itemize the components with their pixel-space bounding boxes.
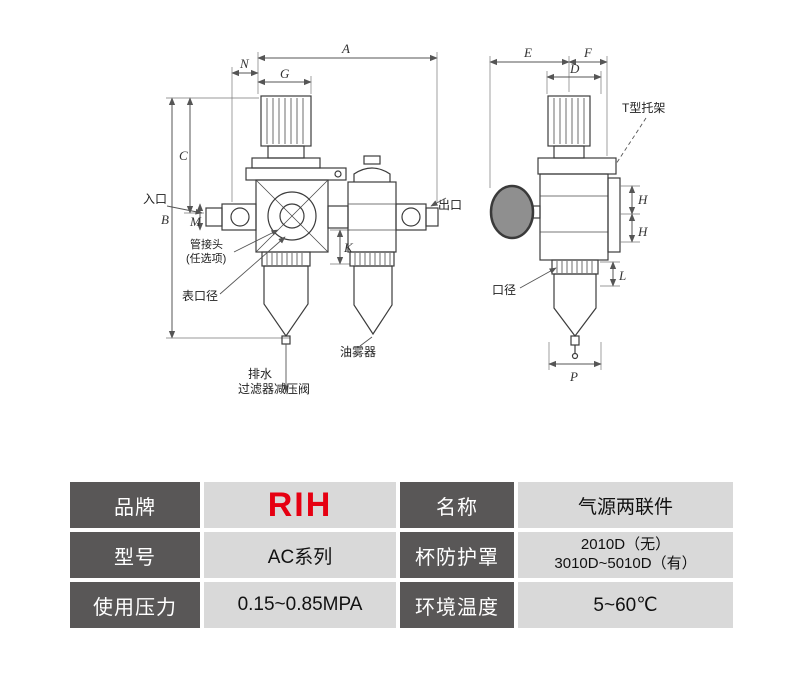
dim-b: B xyxy=(161,97,290,339)
spec-label-brand: 品牌 xyxy=(70,482,200,528)
dim-label-h1: H xyxy=(637,192,648,207)
drain-label: 排水 xyxy=(248,367,272,381)
dim-label-a: A xyxy=(341,41,350,56)
dim-label-p: P xyxy=(569,369,578,384)
inlet-leader xyxy=(166,205,203,215)
side-regulator-knob xyxy=(547,95,591,159)
spec-value-name: 气源两联件 xyxy=(518,482,733,528)
spec-value-model: AC系列 xyxy=(204,532,396,578)
dim-g: G xyxy=(257,66,312,94)
dim-label-c: C xyxy=(179,148,188,163)
spec-label-name: 名称 xyxy=(400,482,514,528)
front-inlet-port xyxy=(205,203,257,231)
dim-label-b: B xyxy=(161,212,169,227)
outlet-label: 出口 xyxy=(438,198,462,212)
inlet-label: 入口 xyxy=(143,192,167,206)
side-view: E F D xyxy=(489,45,665,384)
t-bracket-label: T型托架 xyxy=(622,101,665,115)
front-regulator-knob xyxy=(251,95,321,169)
dim-label-n: N xyxy=(239,56,250,71)
spec-value-temperature: 5~60℃ xyxy=(518,582,733,628)
dim-c: C xyxy=(179,97,204,214)
dim-label-l: L xyxy=(618,268,626,283)
outlet-leader xyxy=(430,197,447,207)
front-filter-bowl xyxy=(261,251,311,345)
side-t-bracket xyxy=(537,157,617,175)
pipe-fitting-label-2: (任选项) xyxy=(186,252,226,265)
spec-label-cup-guard: 杯防护罩 xyxy=(400,532,514,578)
spec-value-cup-guard: 2010D（无） 3010D~5010D（有） xyxy=(518,532,733,578)
dim-p: P xyxy=(548,342,602,384)
spec-value-pressure: 0.15~0.85MPA xyxy=(204,582,396,628)
lubricator-label: 油雾器 xyxy=(340,345,376,359)
dim-n: N xyxy=(231,56,259,202)
unit-name-label: 过滤器减压阀 xyxy=(238,382,310,396)
spec-label-temperature: 环境温度 xyxy=(400,582,514,628)
t-bracket-leader xyxy=(615,117,647,165)
port-label: 口径 xyxy=(492,283,516,297)
dim-h-lower: H xyxy=(620,213,648,243)
front-lubricator xyxy=(347,155,397,336)
spec-table: 品牌 RIH 名称 气源两联件 型号 AC系列 杯防护罩 2010D（无） 30… xyxy=(70,482,733,628)
technical-drawing: A N G B xyxy=(143,41,665,396)
pipe-fitting-leader xyxy=(233,229,279,253)
dim-label-m: M xyxy=(189,214,202,229)
side-pressure-gauge xyxy=(489,184,541,240)
cup-guard-line2: 3010D~5010D（有） xyxy=(554,555,697,572)
gauge-port-label: 表口径 xyxy=(182,289,218,303)
side-body xyxy=(539,173,621,261)
dim-m: M xyxy=(189,203,204,231)
dim-label-g: G xyxy=(280,66,290,81)
port-leader xyxy=(519,267,557,289)
front-mounting-bracket xyxy=(245,167,347,181)
spec-label-model: 型号 xyxy=(70,532,200,578)
front-outlet-port xyxy=(327,203,439,231)
gauge-port-leader xyxy=(219,236,286,295)
dim-label-f: F xyxy=(583,45,593,60)
frl-dimension-drawing: A N G B xyxy=(143,41,665,396)
side-filter-bowl xyxy=(551,259,599,360)
front-view: A N G B xyxy=(143,41,462,396)
brand-logo: RIH xyxy=(204,482,396,528)
dim-d: D xyxy=(546,61,602,94)
dim-e: E xyxy=(489,45,570,188)
dim-a: A xyxy=(257,41,438,202)
dim-h-upper: H xyxy=(620,185,648,215)
spec-label-pressure: 使用压力 xyxy=(70,582,200,628)
dim-label-e: E xyxy=(523,45,532,60)
cup-guard-line1: 2010D（无） xyxy=(580,536,671,554)
dim-label-d: D xyxy=(569,61,580,76)
dim-l: L xyxy=(600,261,626,287)
dim-f: F xyxy=(568,45,608,156)
pipe-fitting-label: 管接头 xyxy=(190,237,223,251)
front-regulator-body xyxy=(255,179,329,253)
lubricator-leader xyxy=(359,336,373,347)
dim-label-h2: H xyxy=(637,224,648,239)
